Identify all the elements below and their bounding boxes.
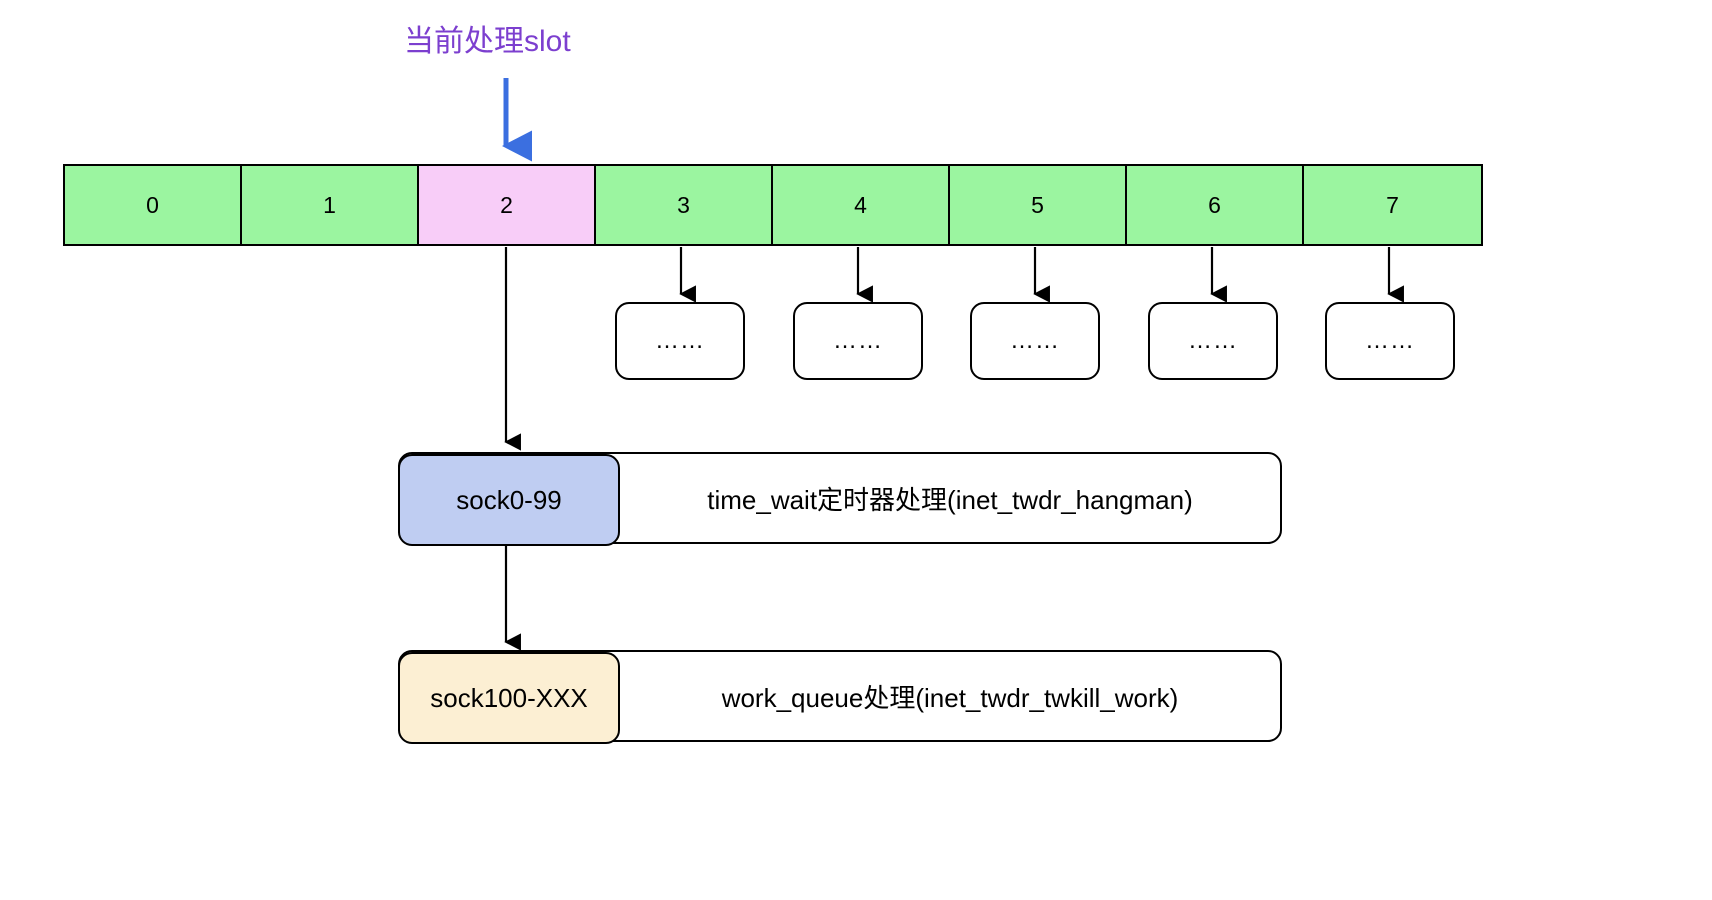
slot-cell-3[interactable]: 3 bbox=[596, 166, 773, 244]
process-row-twkill-work: work_queue处理(inet_twdr_twkill_work) sock… bbox=[398, 650, 1282, 744]
dots-label: …… bbox=[655, 327, 705, 354]
process-row-hangman: time_wait定时器处理(inet_twdr_hangman) sock0-… bbox=[398, 452, 1282, 546]
slot-cell-1-label: 1 bbox=[323, 191, 336, 218]
list-item-dots-slot6[interactable]: …… bbox=[1148, 302, 1278, 380]
sock-range-tag-sock100-xxx[interactable]: sock100-XXX bbox=[398, 652, 620, 744]
slot-cell-4-label: 4 bbox=[854, 191, 867, 218]
dots-label: …… bbox=[833, 327, 883, 354]
sock-range-tag-sock0-99[interactable]: sock0-99 bbox=[398, 454, 620, 546]
slot-cell-6-label: 6 bbox=[1208, 191, 1221, 218]
dots-label: …… bbox=[1365, 327, 1415, 354]
slot-cell-5-label: 5 bbox=[1031, 191, 1044, 218]
slot-cell-5[interactable]: 5 bbox=[950, 166, 1127, 244]
list-item-dots-slot5[interactable]: …… bbox=[970, 302, 1100, 380]
slot-cell-3-label: 3 bbox=[677, 191, 690, 218]
slot-cell-7[interactable]: 7 bbox=[1304, 166, 1481, 244]
list-item-dots-slot7[interactable]: …… bbox=[1325, 302, 1455, 380]
slot-cell-0-label: 0 bbox=[146, 191, 159, 218]
current-slot-annotation-label: 当前处理slot bbox=[404, 25, 571, 58]
slot-cell-0[interactable]: 0 bbox=[65, 166, 242, 244]
dots-label: …… bbox=[1188, 327, 1238, 354]
dots-label: …… bbox=[1010, 327, 1060, 354]
slot-cell-2-label: 2 bbox=[500, 191, 513, 218]
timer-slot-array: 0 1 2 3 4 5 6 7 bbox=[63, 164, 1483, 246]
list-item-dots-slot3[interactable]: …… bbox=[615, 302, 745, 380]
slot-cell-7-label: 7 bbox=[1386, 191, 1399, 218]
slot-cell-1[interactable]: 1 bbox=[242, 166, 419, 244]
slot-cell-6[interactable]: 6 bbox=[1127, 166, 1304, 244]
slot-cell-4[interactable]: 4 bbox=[773, 166, 950, 244]
slot-cell-2-active[interactable]: 2 bbox=[419, 166, 596, 244]
list-item-dots-slot4[interactable]: …… bbox=[793, 302, 923, 380]
